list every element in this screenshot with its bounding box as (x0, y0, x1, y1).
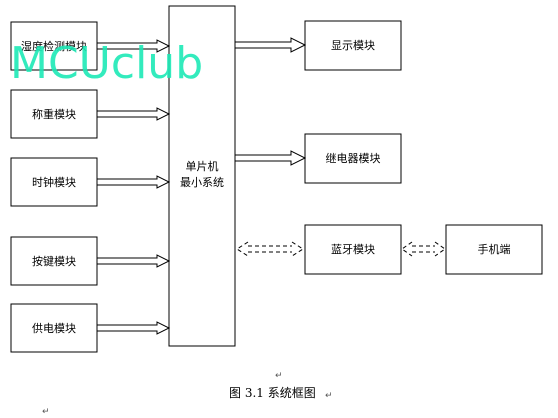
arrow-mcu-to-display (234, 37, 307, 53)
arrow-keys-to-mcu (96, 254, 171, 268)
module-power-label: 供电模块 (32, 321, 76, 335)
mcu-label-line1: 单片机 (186, 159, 219, 173)
module-display: 显示模块 (304, 20, 402, 71)
module-clock: 时钟模块 (10, 157, 98, 207)
module-mcu: 单片机 最小系统 (168, 5, 236, 347)
link-bluetooth-phone (401, 241, 446, 257)
module-phone-label: 手机端 (478, 242, 511, 256)
module-display-label: 显示模块 (331, 39, 375, 52)
module-bluetooth: 蓝牙模块 (304, 224, 402, 275)
arrow-mcu-to-relay (234, 150, 307, 166)
mcu-label-line2: 最小系统 (180, 176, 224, 189)
paragraph-mark-icon: ↵ (42, 407, 50, 417)
module-relay: 继电器模块 (304, 133, 402, 184)
arrow-clock-to-mcu (96, 175, 171, 189)
paragraph-mark-icon: ↵ (275, 371, 283, 381)
module-keys-label: 按键模块 (32, 254, 76, 268)
link-mcu-bluetooth (236, 241, 304, 257)
arrow-weighing-to-mcu (96, 107, 171, 121)
module-keys: 按键模块 (10, 236, 98, 286)
module-weighing: 称重模块 (10, 89, 98, 139)
module-power: 供电模块 (10, 303, 98, 353)
module-relay-label: 继电器模块 (326, 152, 381, 165)
module-humidity-label: 湿度检测模块 (21, 39, 87, 53)
module-clock-label: 时钟模块 (32, 175, 76, 189)
figure-caption: 图 3.1 系统框图 (229, 386, 316, 400)
module-phone: 手机端 (445, 224, 543, 275)
module-weighing-label: 称重模块 (32, 107, 76, 121)
arrow-humidity-to-mcu (96, 39, 171, 53)
watermark-mcuclub: MCUclub (10, 38, 203, 89)
arrow-power-to-mcu (96, 321, 171, 335)
module-humidity: 湿度检测模块 (10, 21, 98, 71)
module-bluetooth-label: 蓝牙模块 (331, 243, 375, 256)
paragraph-mark-icon: ↵ (325, 391, 333, 401)
